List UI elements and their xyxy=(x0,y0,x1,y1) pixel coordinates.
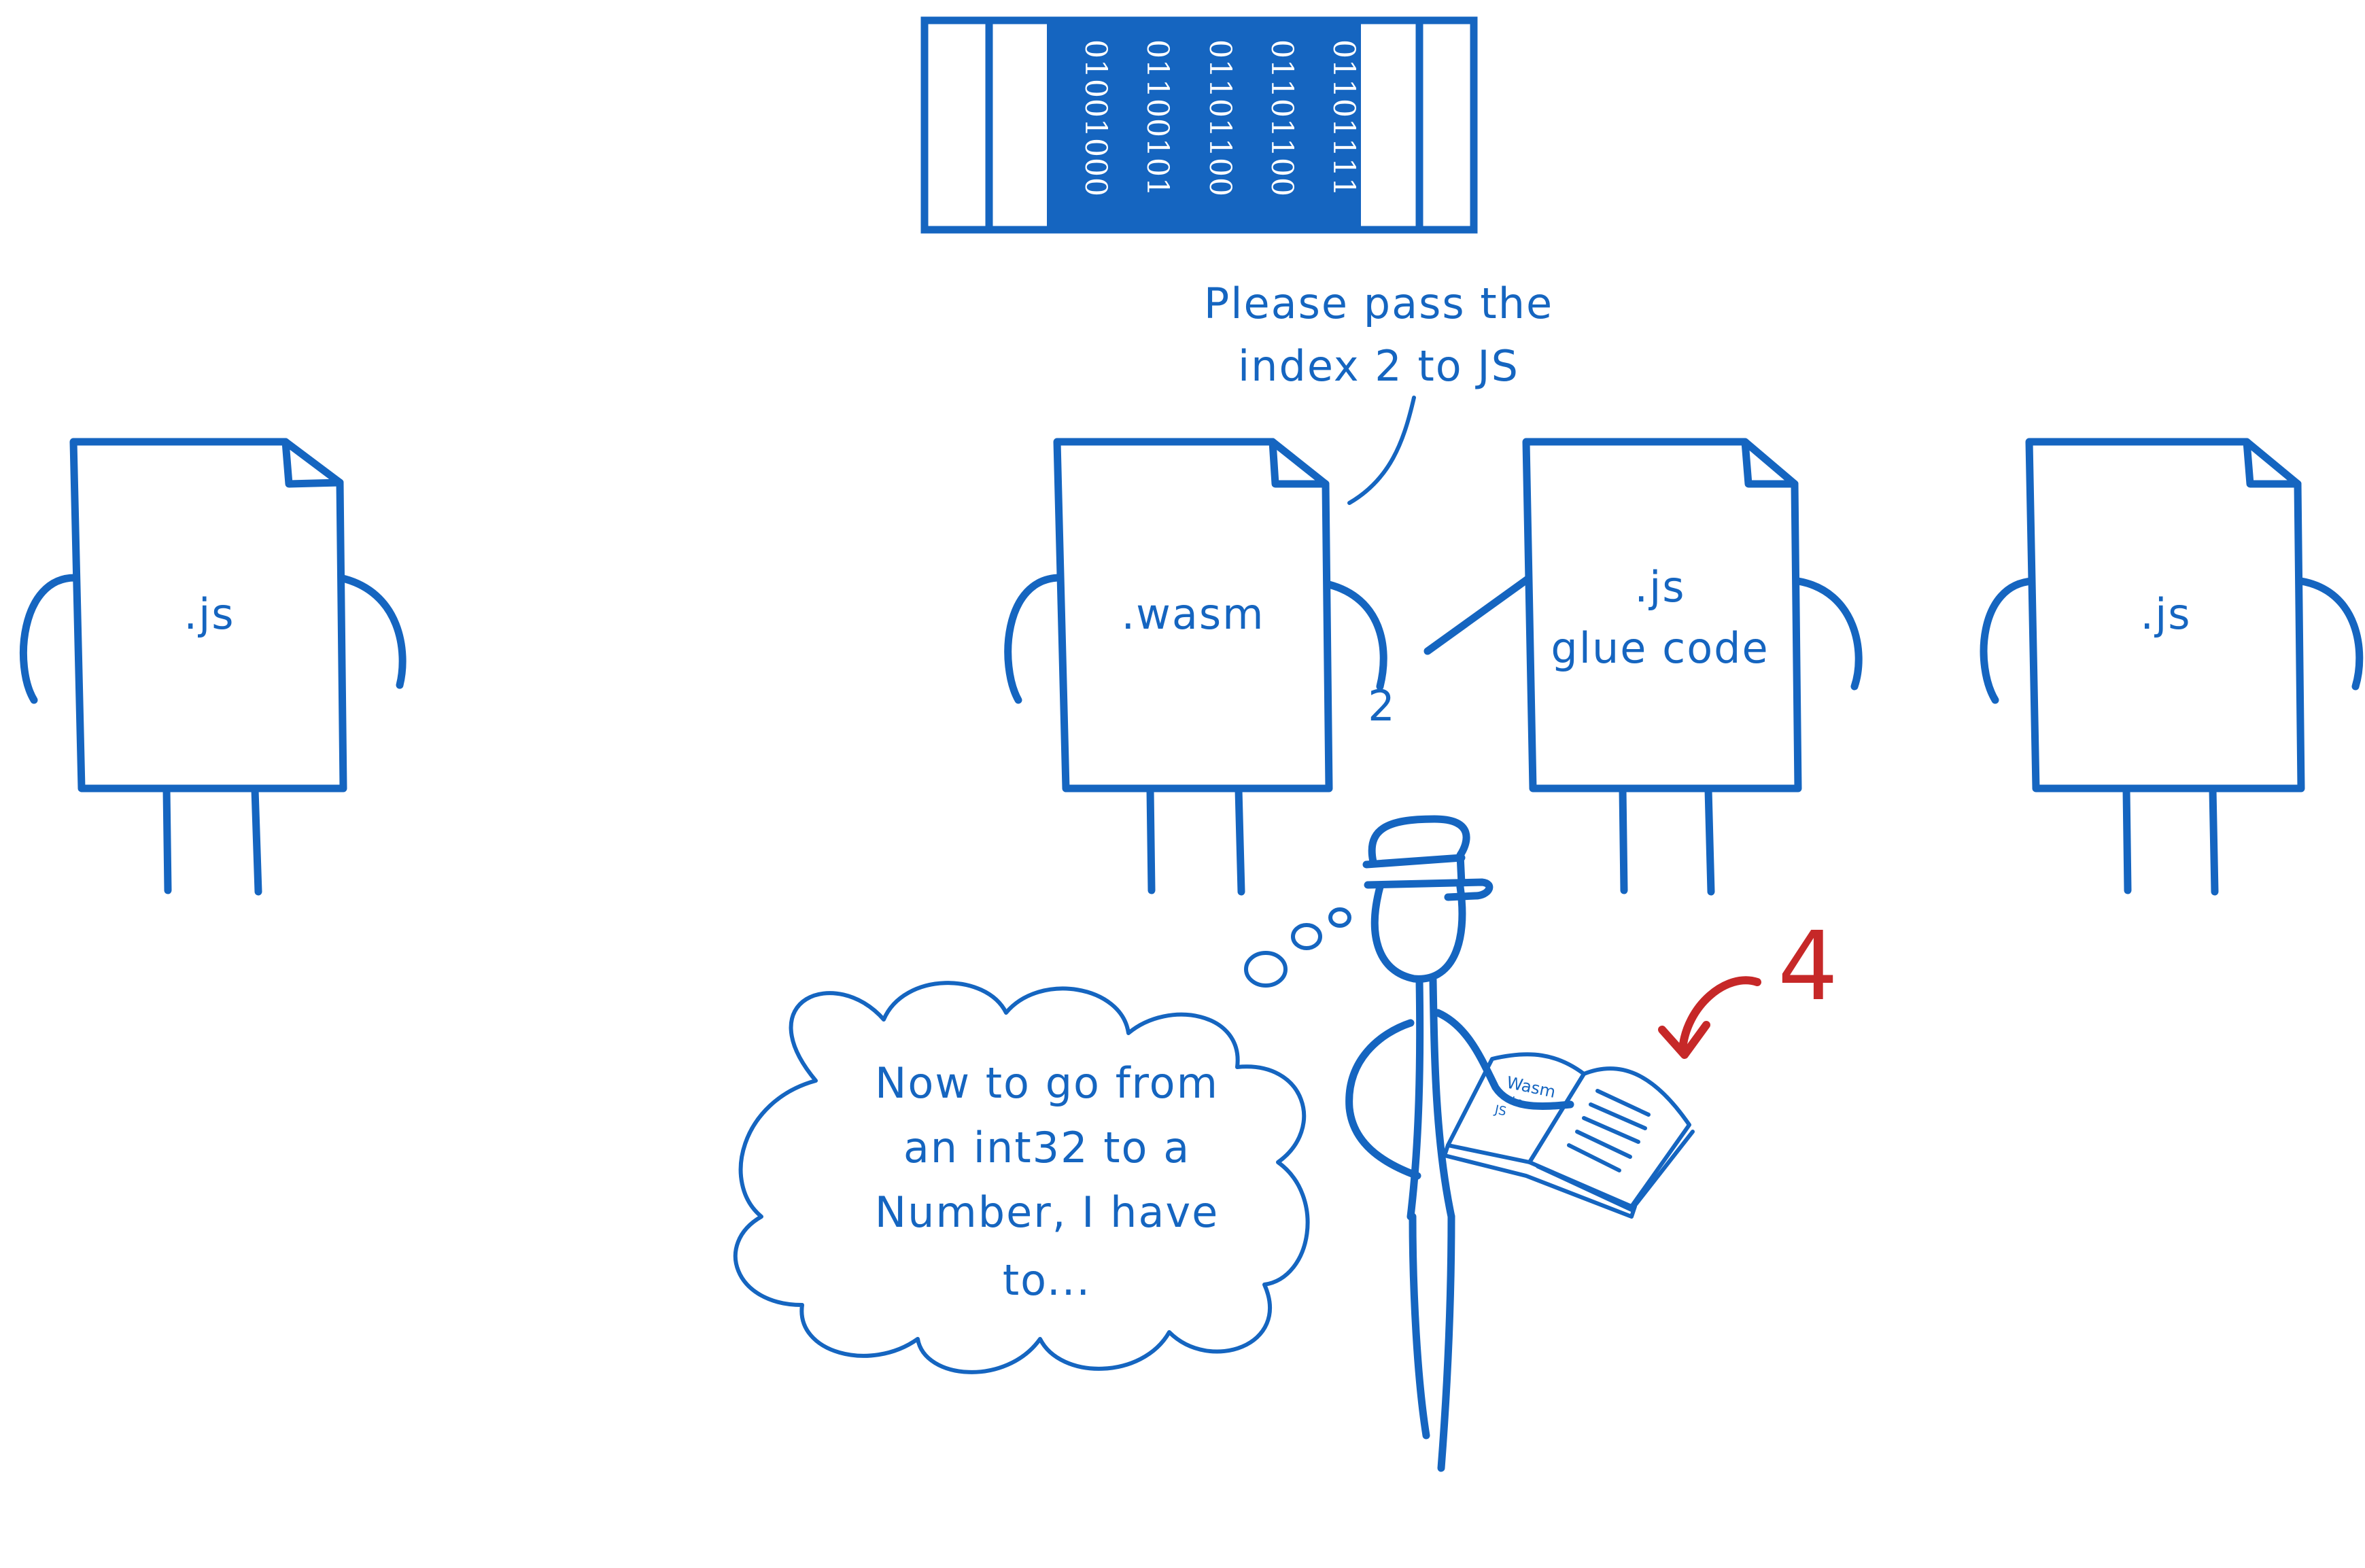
cloud-outline xyxy=(733,981,1310,1374)
js-file-character-right: .js xyxy=(1980,438,2364,896)
file-label: .wasm xyxy=(1121,589,1264,639)
js-file-character-left: .js xyxy=(20,438,407,896)
memory-byte: 01001000 xyxy=(1078,39,1113,197)
step-indicator: 4 xyxy=(1658,911,1838,1059)
memory-byte: 01101100 xyxy=(1203,39,1237,197)
file-label: .js xyxy=(184,589,235,639)
thought-line-2: an int32 to a xyxy=(903,1123,1190,1172)
memory-byte: 01100101 xyxy=(1140,39,1175,197)
file-label-line-1: .js xyxy=(1634,562,1685,612)
speech-line-1: Please pass the xyxy=(1204,279,1553,328)
memory-byte: 01101111 xyxy=(1326,39,1361,197)
translator-stick-figure xyxy=(1345,815,1574,1472)
file-label-line-2: glue code xyxy=(1551,623,1769,673)
speech-line-2: index 2 to JS xyxy=(1238,341,1519,391)
thought-line-4: to... xyxy=(1003,1255,1091,1305)
speech-callout: Please pass the index 2 to JS xyxy=(1204,279,1553,505)
speech-tail xyxy=(1347,396,1416,505)
thought-cloud: Now to go from an int32 to a Number, I h… xyxy=(733,907,1351,1374)
passed-value: 2 xyxy=(1368,681,1396,731)
step-number: 4 xyxy=(1778,911,1838,1022)
glue-code-character: .js glue code xyxy=(1423,438,1863,896)
book-text: to xyxy=(1510,1094,1525,1110)
thought-line-3: Number, I have xyxy=(875,1187,1220,1237)
step-arrow xyxy=(1678,976,1761,1054)
file-label: .js xyxy=(2140,589,2191,639)
memory-byte: 01101100 xyxy=(1264,39,1299,197)
book-text: JS xyxy=(1493,1102,1508,1119)
head xyxy=(1370,883,1466,983)
translation-book: Wasm to JS xyxy=(1443,1052,1695,1219)
cap xyxy=(1368,815,1470,888)
memory-bytes: 01001000 01100101 01101100 01101100 0110… xyxy=(1078,39,1361,197)
wasm-file-character: .wasm 2 xyxy=(1004,438,1396,896)
thought-line-1: Now to go from xyxy=(875,1058,1219,1108)
linear-memory: 01001000 01100101 01101100 01101100 0110… xyxy=(920,16,1478,234)
